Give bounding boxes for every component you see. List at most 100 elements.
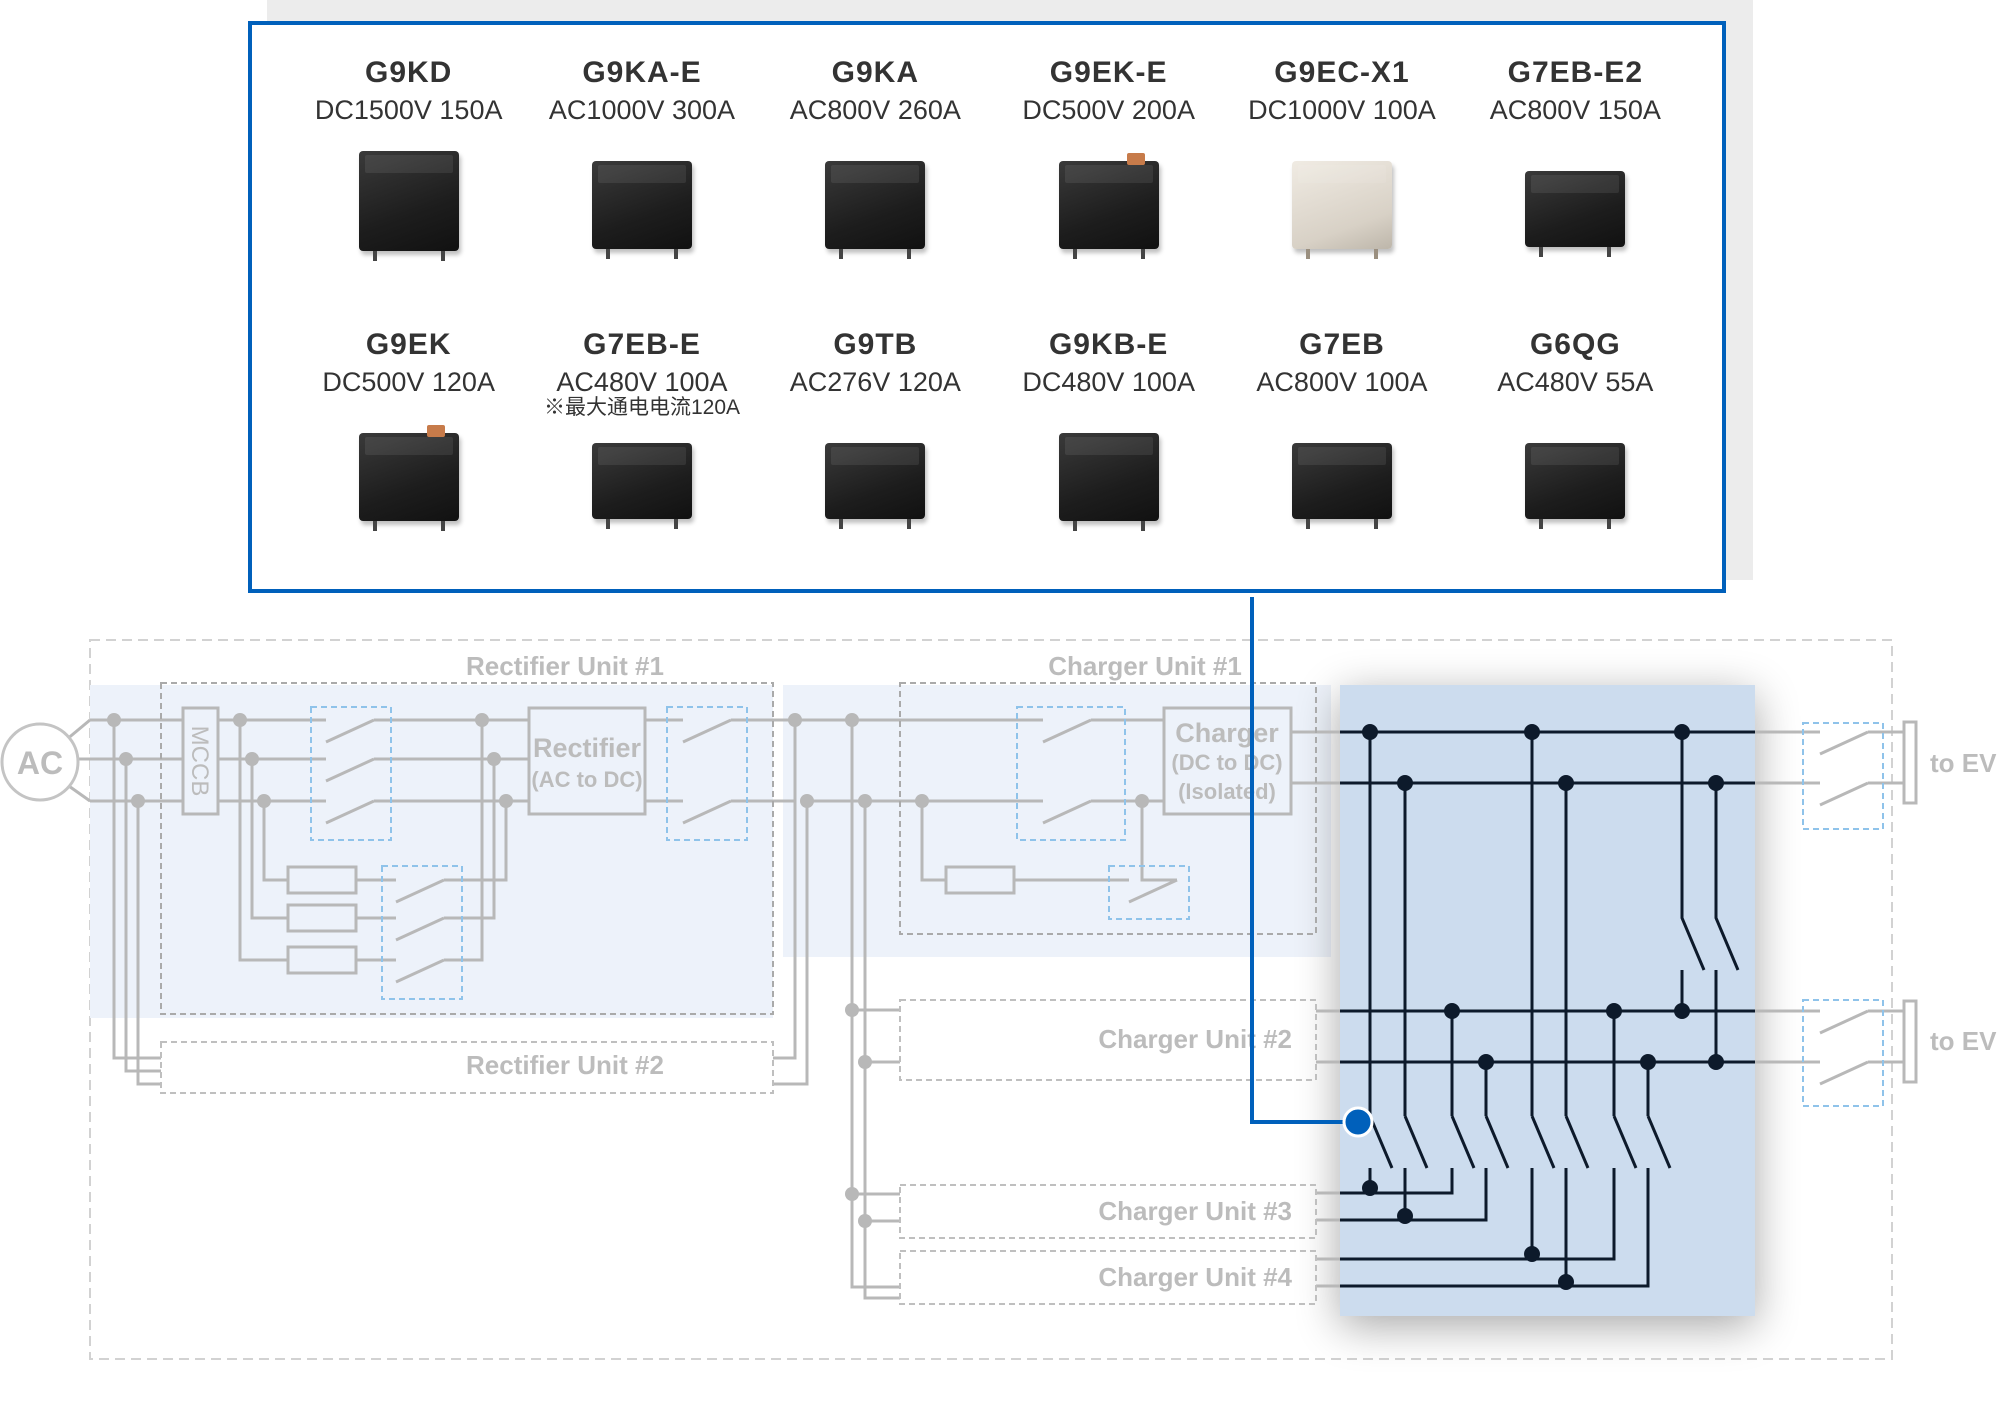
charger-unit-4-frame [899,1250,1317,1305]
product-model: G7EB-E2 [1507,56,1644,89]
ev-relay-1-outline [1802,722,1884,830]
matrix-relay-contact [1368,1115,1394,1169]
product-model: G7EB-E [583,328,701,361]
product-rating: AC1000V 300A [548,95,736,125]
dc-distribution [863,801,900,1300]
dc-relay-outline [666,706,748,841]
callout-anchor-dot[interactable] [1342,1106,1374,1138]
dc-distribution [850,720,900,1289]
rectifier-2-feed [112,720,161,1060]
product-model: G6QG [1529,328,1621,361]
switch-contact [1819,730,1869,756]
switch-contact [395,958,445,984]
junction-dot [245,752,259,766]
product-model: G9KA [831,56,919,89]
junction-dot [1444,1003,1460,1019]
charger-unit-2-frame [899,999,1317,1081]
rectifier-unit-2-label: Rectifier Unit #2 [466,1050,664,1080]
charger-unit-1-frame [899,682,1317,935]
rectifier-2-output [773,720,797,1060]
charger-relay-outline [1016,706,1126,841]
gray-circuit-layer [65,718,1918,1300]
product-rating: DC480V 100A [1022,367,1195,397]
switch-contact [325,799,375,825]
matrix-relay-contact [1530,1115,1556,1169]
product-rating: DC500V 200A [1022,95,1195,125]
rectifier-2-output [773,801,809,1086]
switch-contact [682,718,732,744]
precharge-resistor [286,865,358,895]
product-rating: AC480V 100A [556,367,728,397]
product-image [349,419,469,539]
product-image [1049,147,1169,267]
precharge-return [444,759,496,920]
charger-unit-4-label: Charger Unit #4 [1098,1262,1292,1292]
precharge-wire [250,759,288,920]
rectifier-unit-2-frame [160,1041,774,1094]
rectifier-unit-1-frame [160,682,774,1015]
product-rating: AC800V 100A [1256,367,1428,397]
junction-dot [845,1187,859,1201]
charger-unit-3-label: Charger Unit #3 [1098,1196,1292,1226]
junction-dot [1362,724,1378,740]
junction-dot [845,713,859,727]
ev-connector [1902,720,1918,805]
junction-dot [1558,775,1574,791]
precharge-resistor [286,945,358,975]
matrix-relay-contact [1646,1115,1672,1169]
callout-connector-line [1250,597,1358,1124]
relay-icon [591,443,692,529]
rectifier-2-feed [136,801,161,1086]
cu4-bus-neg [1340,1168,1650,1288]
switch-contact [1819,1060,1869,1086]
relay-icon [1525,171,1626,257]
charger-precharge-return [1140,801,1177,882]
ac-source-symbol [0,722,80,802]
product-image [582,419,702,539]
junction-dot [858,1055,872,1069]
junction-dot [131,794,145,808]
junction-dot [1362,1180,1378,1196]
junction-dots [107,713,1724,1290]
junction-dot [107,713,121,727]
product-rating: AC800V 150A [1489,95,1661,125]
rectifier-2-feed [124,759,161,1073]
product-image [582,147,702,267]
junction-dot [1674,724,1690,740]
charger-label: Charger [1175,718,1279,748]
product-rating: AC800V 260A [789,95,961,125]
rectifier-sublabel: (AC to DC) [531,767,642,792]
junction-dot [800,794,814,808]
charger-precharge-wire [920,801,946,882]
matrix-relay-contact [1484,1115,1510,1169]
ac-source-label: AC [17,745,63,781]
junction-dot [499,794,513,808]
rectifier-label: Rectifier [533,733,642,763]
product-image [349,147,469,267]
product-card[interactable]: G9KA AC800V 260A [759,55,992,305]
precharge-wire [262,801,288,882]
charger-unit-2-label: Charger Unit #2 [1098,1024,1292,1054]
switch-contact [682,799,732,825]
junction-dot [1558,1274,1574,1290]
product-image [1049,419,1169,539]
ev-relay-2-outline [1802,999,1884,1107]
relay-icon [591,161,692,259]
junction-dot [845,1003,859,1017]
product-model: G9TB [833,328,918,361]
switch-contact [325,718,375,744]
switch-contact [325,757,375,783]
